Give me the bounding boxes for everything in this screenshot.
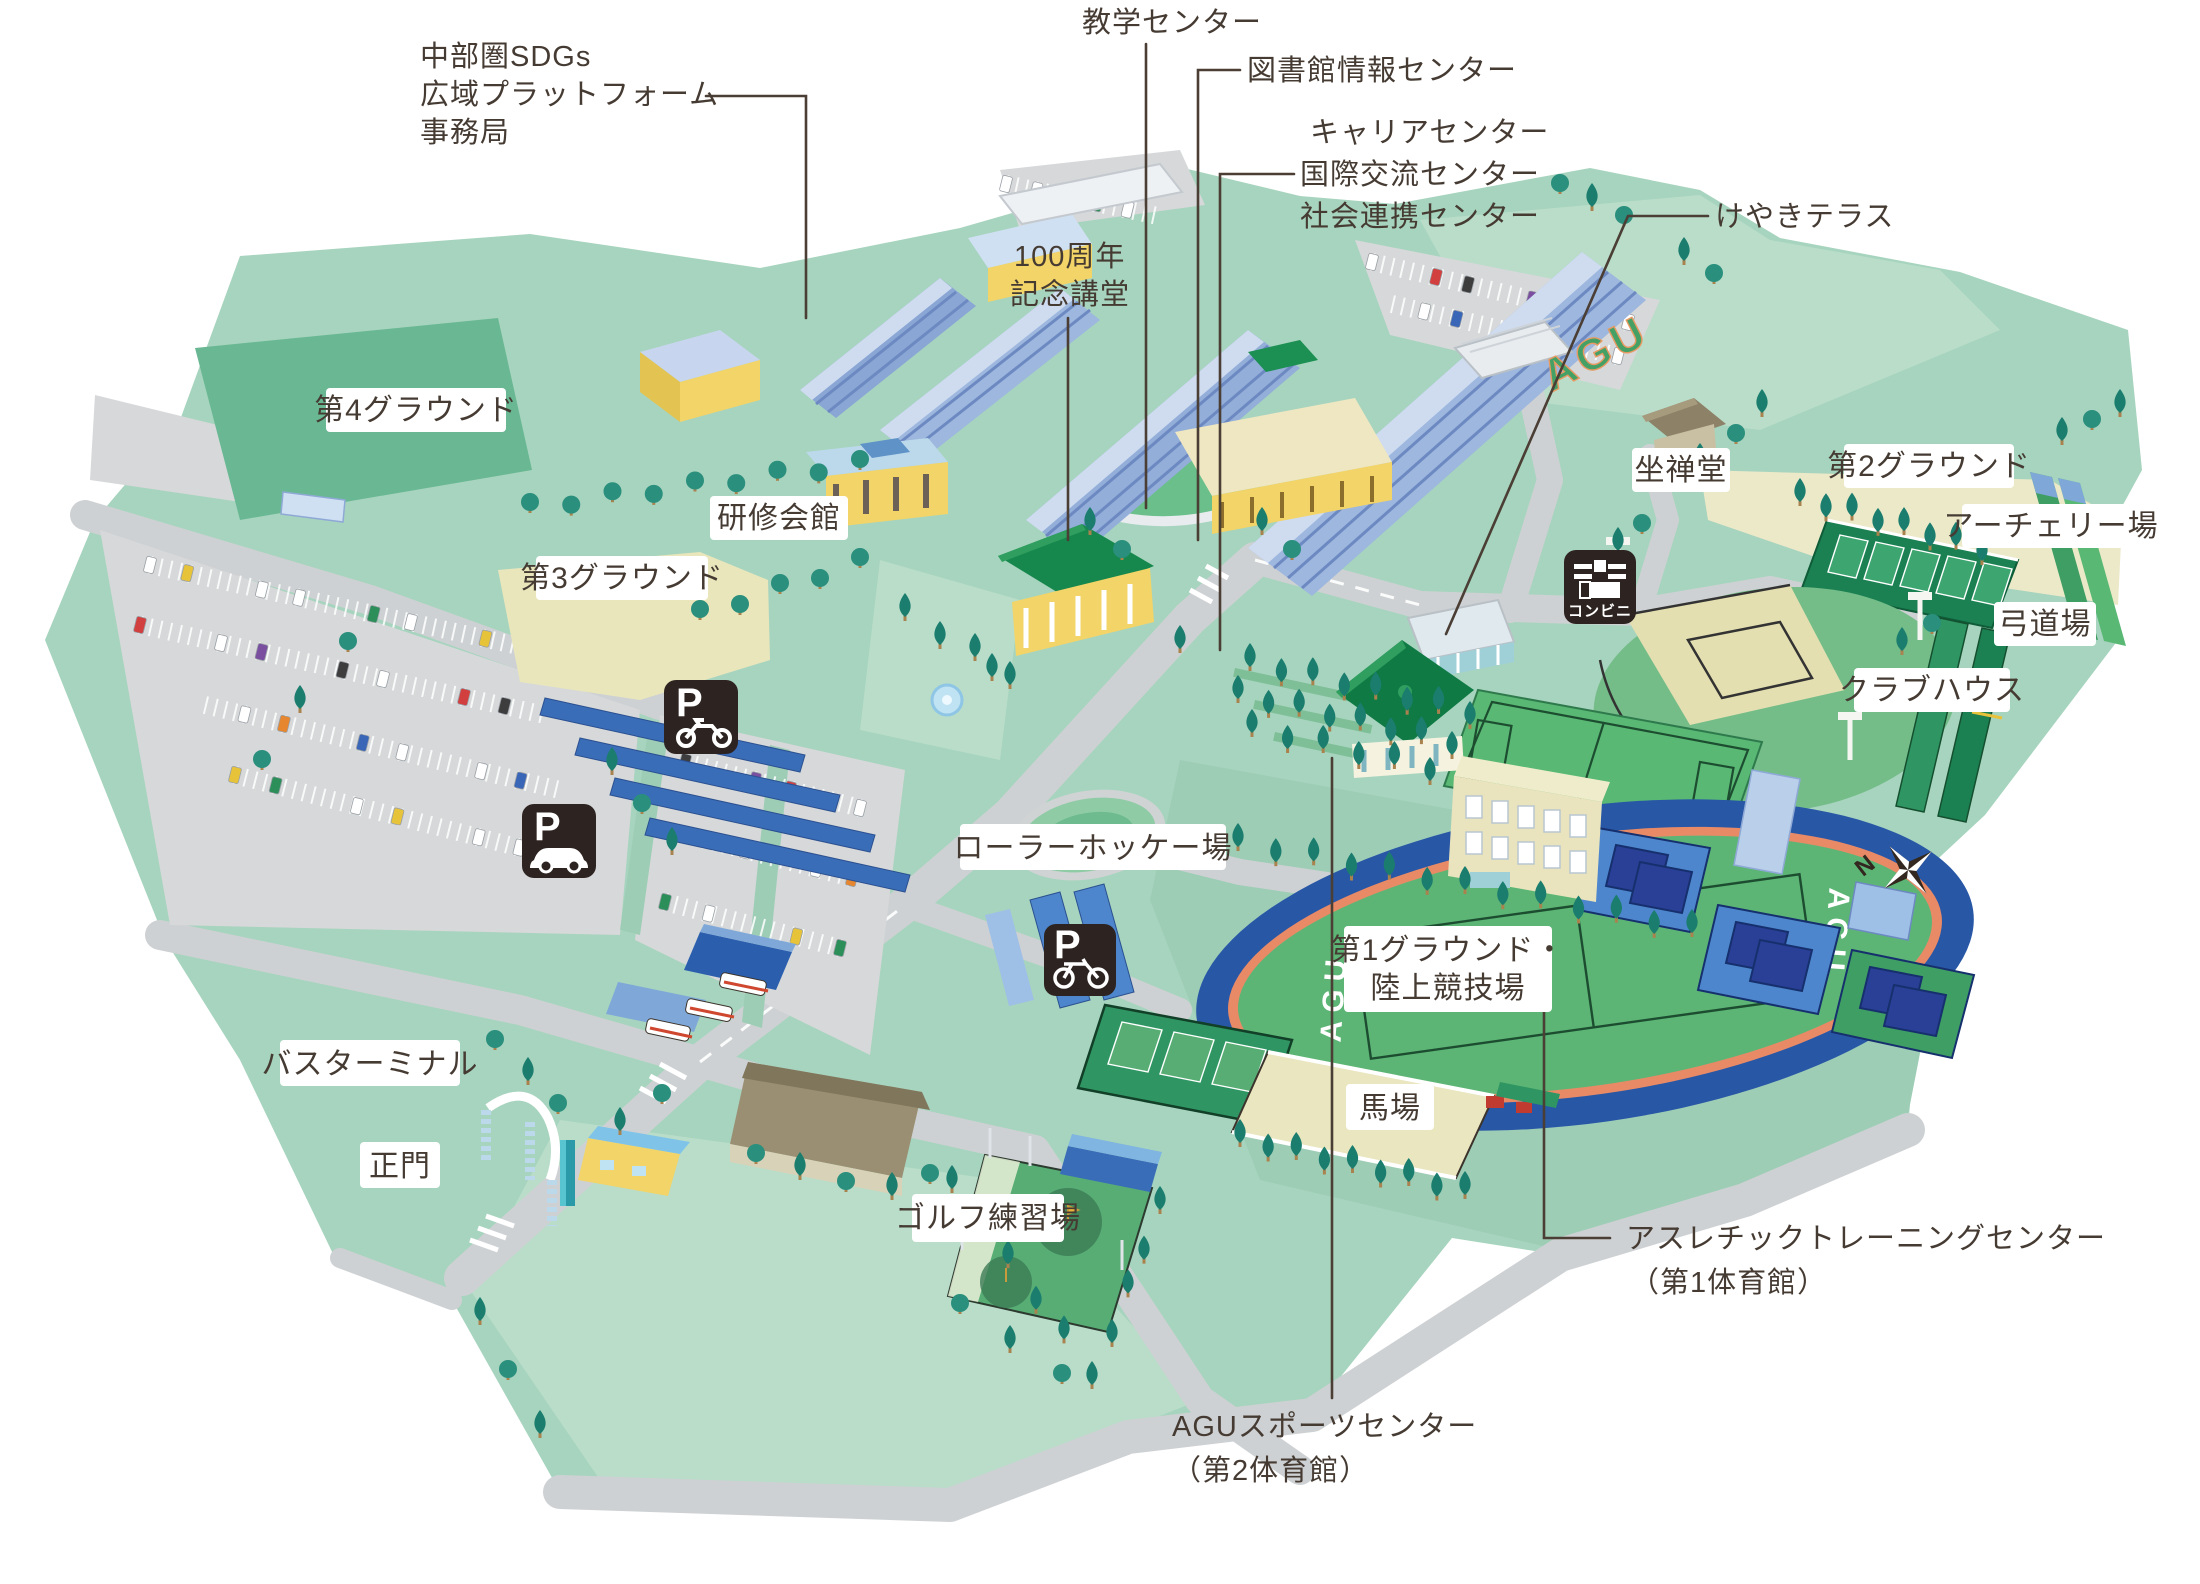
label-athletic-line1: アスレチックトレーニングセンター [1626, 1222, 2106, 1255]
bicycle-parking-icon: P [1044, 923, 1116, 996]
car-parking-icon: P [522, 804, 596, 878]
label-kyudo: 弓道場 [1999, 608, 2092, 641]
labels-boxed: 第4グラウンド 研修会館 第3グラウンド 坐禅堂 第2グラウンド アーチェリー場… [262, 388, 2158, 1242]
tennis-courts-east [1800, 518, 2020, 630]
label-keyaki-terrace: けやきテラス [1715, 201, 1894, 233]
bus-terminal-area [606, 924, 796, 1042]
athletic-training-center-building [1448, 756, 1610, 902]
centennial-hall-building [998, 524, 1154, 656]
svg-text:P: P [676, 681, 703, 725]
label-ground3: 第3グラウンド [520, 562, 724, 595]
label-career-center: キャリアセンター [1310, 117, 1549, 149]
svg-text:コンビニ: コンビニ [1568, 603, 1632, 620]
label-archery: アーチェリー場 [1943, 510, 2158, 543]
label-zazendo: 坐禅堂 [1635, 454, 1728, 487]
label-social-partnership-center: 社会連携センター [1300, 200, 1540, 233]
label-sdgs-line2: 広域プラットフォーム [420, 78, 719, 111]
south-buildings [578, 1062, 930, 1196]
compass-rose: N [1850, 846, 1932, 894]
tennis-courts-blue [1576, 826, 1976, 1060]
main-gate-structure [481, 1091, 575, 1226]
convenience-store-icon: コンビニ [1564, 550, 1636, 624]
labels-plain: 中部圏SDGs 広域プラットフォーム 事務局 教学センター 図書館情報センター … [420, 6, 2106, 1487]
label-roller-hockey: ローラーホッケー場 [954, 832, 1233, 865]
label-sdgs-line1: 中部圏SDGs [420, 40, 591, 73]
label-agu-sports-line1: AGUスポーツセンター [1172, 1410, 1477, 1443]
leader-lines [704, 42, 1710, 1400]
label-kyogaku-center: 教学センター [1082, 6, 1262, 39]
label-ground4: 第4グラウンド [314, 394, 518, 427]
label-sdgs-line3: 事務局 [420, 116, 510, 149]
label-centennial-line1: 100周年 [1014, 240, 1125, 273]
keyaki-terrace-building [1406, 598, 1516, 680]
label-bus-terminal: バスターミナル [262, 1048, 479, 1081]
buildings [280, 162, 2011, 1226]
label-ground1-line2: 陸上競技場 [1371, 972, 1526, 1005]
label-athletic-line2: （第1体育館） [1630, 1266, 1827, 1299]
svg-text:P: P [534, 805, 561, 849]
label-ground1-line1: 第1グラウンド・ [1331, 934, 1566, 967]
label-ground2: 第2グラウンド [1827, 450, 2031, 483]
label-main-gate: 正門 [369, 1150, 431, 1183]
label-baba: 馬場 [1359, 1092, 1421, 1125]
label-golf-range: ゴルフ練習場 [895, 1202, 1081, 1235]
label-intl-exchange-center: 国際交流センター [1300, 158, 1540, 191]
tennis-courts-south [1076, 1003, 1294, 1126]
svg-text:P: P [1054, 923, 1081, 967]
athletics-track: AGU AGU [1196, 799, 1974, 1131]
label-centennial-line2: 記念講堂 [1010, 278, 1130, 311]
lecture-buildings [640, 162, 1646, 596]
label-library-info-center: 図書館情報センター [1247, 54, 1517, 87]
map-icons: P P P [522, 550, 1932, 996]
label-agu-sports-line2: （第2体育館） [1172, 1454, 1369, 1487]
motorcycle-parking-icon: P [664, 680, 738, 754]
label-kenshu-kaikan: 研修会館 [717, 502, 841, 535]
label-clubhouse: クラブハウス [1839, 674, 2025, 707]
